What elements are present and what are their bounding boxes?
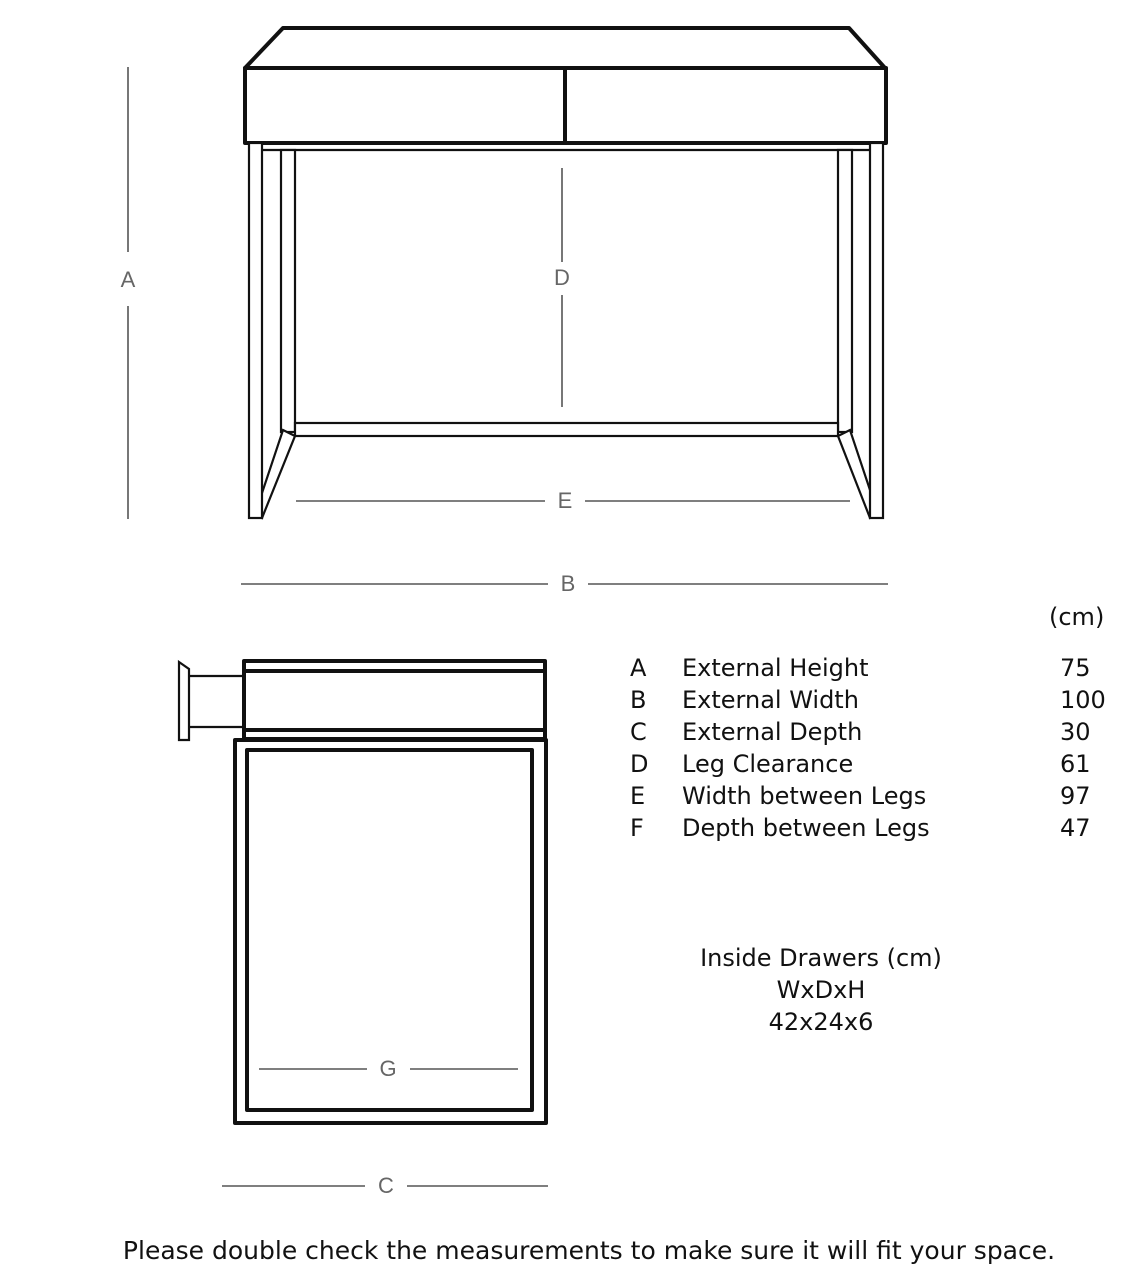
measure-value: 75 — [1060, 654, 1091, 682]
measure-key: E — [630, 782, 646, 810]
measure-key: C — [630, 718, 647, 746]
dim-label-d: D — [554, 265, 570, 290]
side-drawer-box — [242, 659, 547, 741]
front-leg-right — [868, 141, 885, 520]
dim-label-b: B — [561, 571, 576, 596]
drawer-front-pulled — [177, 659, 191, 742]
dim-label-a: A — [121, 267, 136, 292]
measure-key: F — [630, 814, 644, 842]
measure-name: Leg Clearance — [682, 750, 854, 778]
back-leg-left — [279, 148, 297, 434]
measure-value: 30 — [1060, 718, 1091, 746]
desk-top-surface — [243, 26, 887, 70]
measure-name: Width between Legs — [682, 782, 927, 810]
measure-name: External Height — [682, 654, 869, 682]
inside-drawers-value: 42x24x6 — [768, 1008, 874, 1036]
side-view — [177, 659, 548, 1125]
inside-drawers-format: WxDxH — [776, 976, 866, 1004]
measure-value: 47 — [1060, 814, 1091, 842]
measure-name: External Depth — [682, 718, 863, 746]
measure-value: 61 — [1060, 750, 1091, 778]
measure-value: 100 — [1060, 686, 1106, 714]
dim-label-e: E — [558, 488, 573, 513]
measure-name: Depth between Legs — [682, 814, 930, 842]
unit-header: (cm) — [1049, 603, 1105, 631]
back-leg-right — [836, 148, 854, 434]
measure-name: External Width — [682, 686, 859, 714]
measure-key: D — [630, 750, 649, 778]
dim-label-c: C — [378, 1173, 394, 1198]
footer-note: Please double check the measurements to … — [122, 1236, 1056, 1265]
measure-key: B — [630, 686, 647, 714]
measure-key: A — [630, 654, 647, 682]
front-leg-left — [247, 141, 264, 520]
front-view — [243, 26, 888, 520]
crossbar — [293, 421, 840, 438]
side-frame-inner — [245, 748, 534, 1112]
inside-drawers-title: Inside Drawers (cm) — [700, 944, 942, 972]
dim-label-g: G — [379, 1056, 396, 1081]
measure-value: 97 — [1060, 782, 1091, 810]
